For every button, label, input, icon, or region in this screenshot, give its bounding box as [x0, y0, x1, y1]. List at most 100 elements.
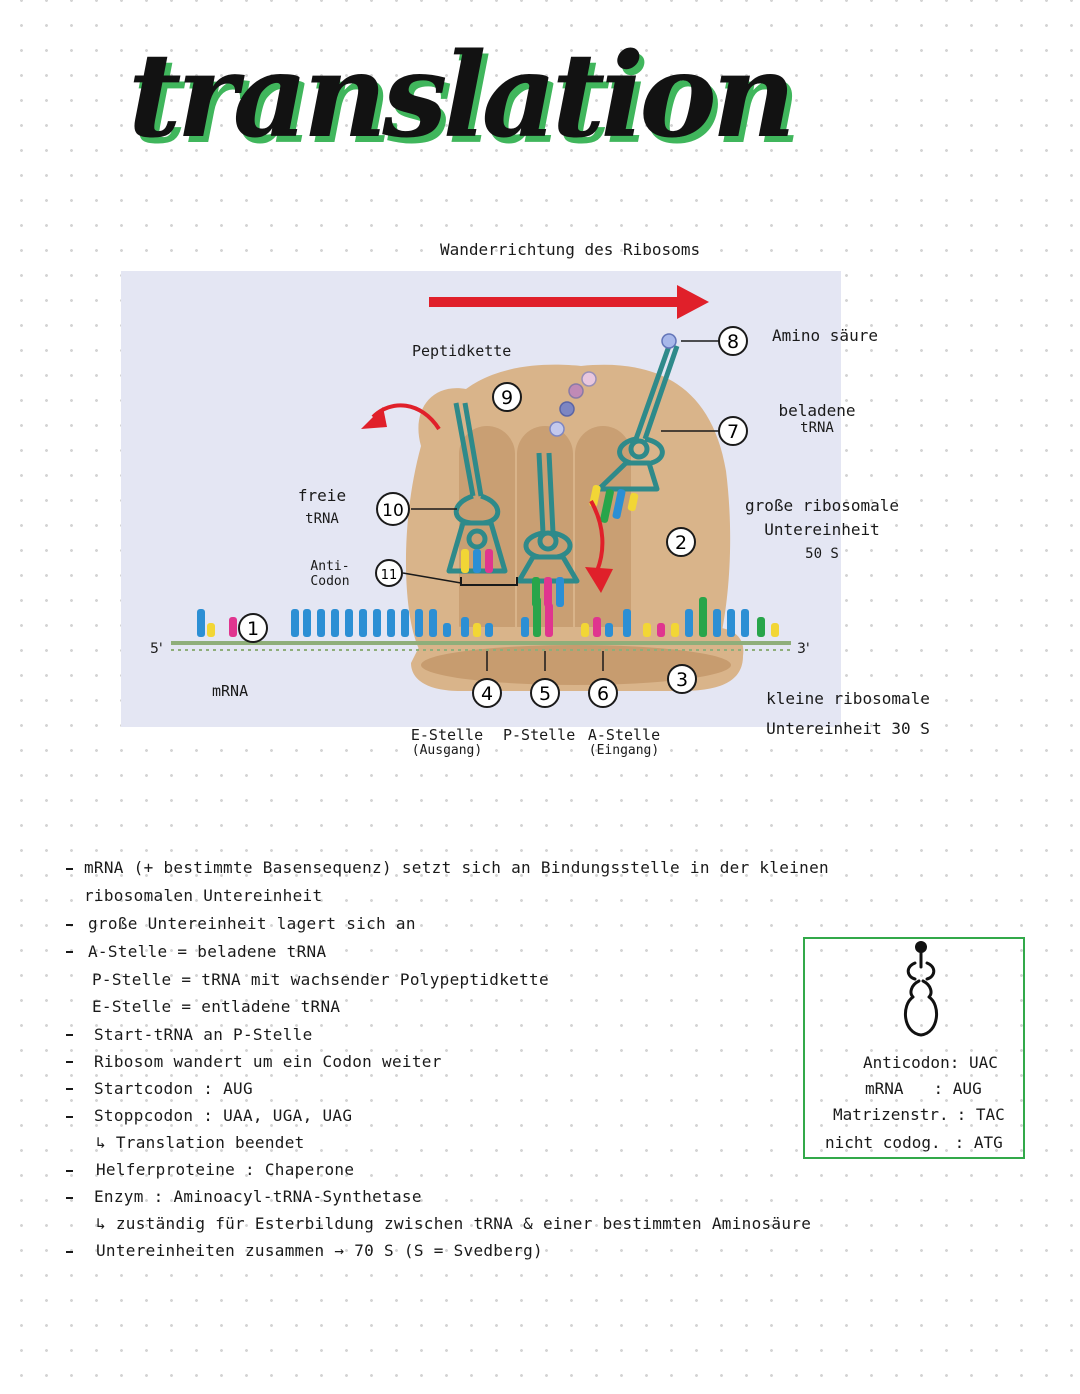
svg-text:1: 1: [247, 618, 259, 640]
p-site-label: P-Stelle: [503, 726, 576, 744]
entry-arrow-head: [585, 567, 613, 593]
box-row-noncoding: nicht codog. : ATG: [825, 1133, 1003, 1152]
note-line: Helferproteine : Chaperone: [96, 1160, 355, 1179]
note-line: Untereinheiten zusammen → 70 S (S = Sved…: [96, 1241, 543, 1260]
bullet: [66, 1197, 73, 1199]
note-line: Stoppcodon : UAA, UGA, UAG: [94, 1106, 353, 1125]
svg-text:4: 4: [481, 683, 493, 705]
box-row-label: Anticodon: [863, 1053, 950, 1072]
peptide-chain: [549, 371, 597, 437]
note-line: ribosomalen Untereinheit: [84, 886, 323, 905]
bullet: [66, 1251, 73, 1253]
note-line: mRNA (+ bestimmte Basensequenz) setzt si…: [84, 858, 829, 877]
three-prime-label: 3': [797, 641, 810, 657]
note-line: große Untereinheit lagert sich an: [88, 914, 416, 933]
loaded-trna-line2: tRNA: [800, 420, 834, 437]
e-site-line1: E-Stelle: [410, 726, 484, 744]
box-row-template: Matrizenstr. : TAC: [833, 1105, 1005, 1124]
small-subunit-label: kleine ribosomale Untereinheit 30 S: [738, 689, 958, 739]
a-site-label: A-Stelle (Eingang): [584, 726, 664, 759]
bullet: [66, 1061, 73, 1063]
free-trna-line1: freie: [297, 486, 347, 505]
note-line: P-Stelle = tRNA mit wachsender Polypepti…: [92, 970, 549, 989]
loaded-trna-label: beladene tRNA: [772, 401, 862, 437]
a-site-line1: A-Stelle: [587, 726, 661, 744]
large-subunit-line2: Untereinheit: [764, 520, 880, 540]
note-line: E-Stelle = entladene tRNA: [92, 997, 341, 1016]
anticodon-bracket: [460, 577, 518, 586]
box-row-value: : ATG: [954, 1133, 1003, 1152]
loaded-trna-line1: beladene: [778, 401, 856, 420]
svg-text:10: 10: [382, 501, 404, 521]
number-markers: 1 2 3 4 5 6 7 8 9 10 11: [238, 326, 748, 708]
marker-4: 4: [472, 678, 502, 708]
translation-diagram: 1 2 3 4 5 6 7 8 9 10 11: [121, 271, 841, 727]
large-subunit-line3: 50 S: [805, 545, 839, 562]
free-trna: [446, 402, 508, 574]
bullet: [66, 1170, 73, 1172]
small-subunit-line1: kleine ribosomale: [766, 689, 930, 708]
marker-7: 7: [718, 416, 748, 446]
direction-label: Wanderrichtung des Ribosoms: [440, 240, 701, 259]
e-site-label: E-Stelle (Ausgang): [400, 726, 494, 759]
free-trna-anticodon: [461, 549, 493, 573]
marker-6: 6: [588, 678, 618, 708]
box-row-mrna: mRNA: AUG: [865, 1079, 982, 1098]
bullet: [66, 1034, 73, 1036]
svg-text:6: 6: [597, 683, 609, 705]
note-line: Start-tRNA an P-Stelle: [94, 1025, 313, 1044]
a-site-anticodon: [589, 484, 639, 523]
marker-1: 1: [238, 613, 268, 643]
page-title: translation: [128, 28, 796, 164]
note-line: Ribosom wandert um ein Codon weiter: [94, 1052, 442, 1071]
p-site-anticodon: [532, 577, 564, 607]
marker-5: 5: [530, 678, 560, 708]
svg-text:5: 5: [539, 683, 551, 705]
bullet: [66, 1116, 73, 1118]
svg-text:3: 3: [676, 669, 688, 691]
svg-text:9: 9: [501, 387, 513, 409]
marker-11: 11: [375, 559, 403, 587]
free-trna-label: freie tRNA: [284, 486, 360, 528]
entry-arrow: [589, 500, 605, 572]
trna-sketch-icon: [904, 941, 938, 1037]
a-site-trna: [596, 345, 680, 492]
box-row-value: : TAC: [956, 1105, 1005, 1124]
anticodon-line2: Codon: [310, 573, 350, 589]
box-row-value: : UAC: [949, 1053, 998, 1072]
svg-text:7: 7: [727, 421, 739, 443]
mrna-label: mRNA: [212, 682, 249, 700]
free-trna-line2: tRNA: [305, 511, 339, 528]
note-line: Startcodon : AUG: [94, 1079, 253, 1098]
mrna-strand: [171, 597, 791, 651]
box-row-label: Matrizenstr.: [833, 1105, 949, 1124]
box-row-label: nicht codog.: [825, 1133, 941, 1152]
small-subunit-line2: Untereinheit 30 S: [766, 719, 930, 739]
amino-acid: [661, 333, 677, 349]
box-row-value: : AUG: [933, 1079, 982, 1098]
note-line: Enzym : Aminoacyl-tRNA-Synthetase: [94, 1187, 422, 1206]
note-line: A-Stelle = beladene tRNA: [88, 942, 327, 961]
marker-10: 10: [376, 492, 410, 526]
anticodon-line1: Anti-: [310, 559, 350, 574]
leader-lines: [402, 340, 719, 671]
e-site-line2: (Ausgang): [411, 743, 483, 759]
p-site-trna: [516, 452, 580, 584]
bullet: [66, 951, 73, 953]
svg-text:2: 2: [675, 532, 687, 554]
marker-2: 2: [666, 527, 696, 557]
five-prime-label: 5': [150, 641, 163, 657]
large-subunit-label: große ribosomale Untereinheit 50 S: [734, 496, 910, 562]
codon-info-box: Anticodon: UAC mRNA: AUG Matrizenstr. : T…: [803, 937, 1025, 1159]
svg-text:11: 11: [381, 568, 398, 583]
bullet: [66, 868, 73, 870]
exit-arrow-head: [361, 407, 387, 429]
marker-3: 3: [667, 664, 697, 694]
box-row-anticodon: Anticodon: UAC: [863, 1053, 998, 1072]
bullet: [66, 924, 73, 926]
anticodon-label: Anti- Codon: [298, 559, 362, 590]
bullet: [66, 1088, 73, 1090]
marker-8: 8: [718, 326, 748, 356]
a-site-line2: (Eingang): [588, 743, 660, 759]
marker-9: 9: [492, 382, 522, 412]
